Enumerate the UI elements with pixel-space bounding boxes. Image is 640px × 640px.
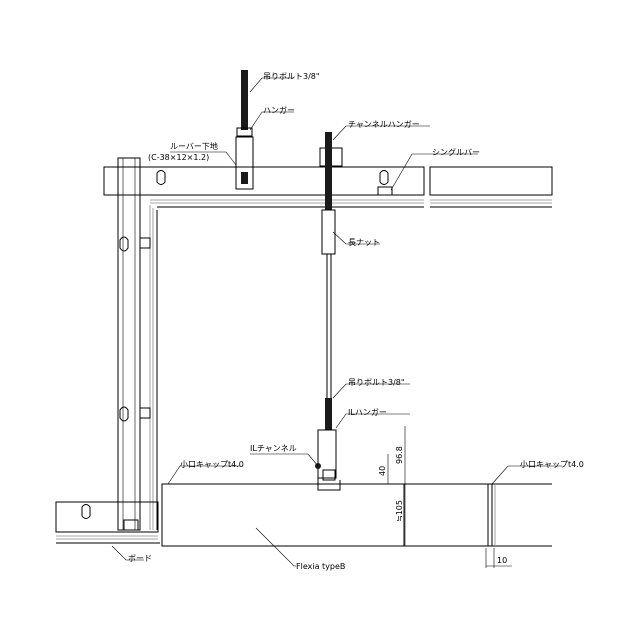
dim-10: 10 xyxy=(497,556,507,565)
label-il-channel: ILチャンネル xyxy=(250,444,297,453)
dim-40: 40 xyxy=(378,466,387,476)
leader-lines xyxy=(111,77,562,567)
flexia-panel-left xyxy=(161,483,552,547)
left-wall-frame xyxy=(117,157,158,531)
label-small-cap-left: 小口キャップt4.0 xyxy=(180,460,244,469)
label-hanger: ハンガー xyxy=(263,105,295,115)
label-long-nut: 長ナット xyxy=(348,238,380,247)
label-small-cap-right: 小口キャップt4.0 xyxy=(520,460,584,469)
label-channel-hanger: チャンネルハンガー xyxy=(348,119,420,129)
label-louver-base-spec: (C-38×12×1.2) xyxy=(148,153,209,162)
dim-105: ≒105 xyxy=(395,500,404,522)
label-board: ボード xyxy=(128,554,152,563)
flexia-panel-right xyxy=(487,484,496,546)
label-single-bar: シングルバー xyxy=(432,147,480,157)
label-hanging-bolt-top: 吊りボルト3/8" xyxy=(263,72,320,81)
dimension-lines xyxy=(387,426,512,568)
label-hanging-bolt-mid: 吊りボルト3/8" xyxy=(348,378,405,387)
channel-hanger-assembly xyxy=(319,132,343,430)
dim-96-8: 96.8 xyxy=(395,446,404,464)
label-il-hanger: ILハンガー xyxy=(348,407,387,417)
louver-base-top xyxy=(103,166,553,208)
bottom-left-structure xyxy=(55,501,160,544)
label-flexia: Flexia typeB xyxy=(296,562,345,571)
label-louver-base: ルーバー下地 xyxy=(170,141,218,151)
il-hanger-assembly xyxy=(315,429,341,491)
hanging-bolt-top xyxy=(235,70,254,190)
